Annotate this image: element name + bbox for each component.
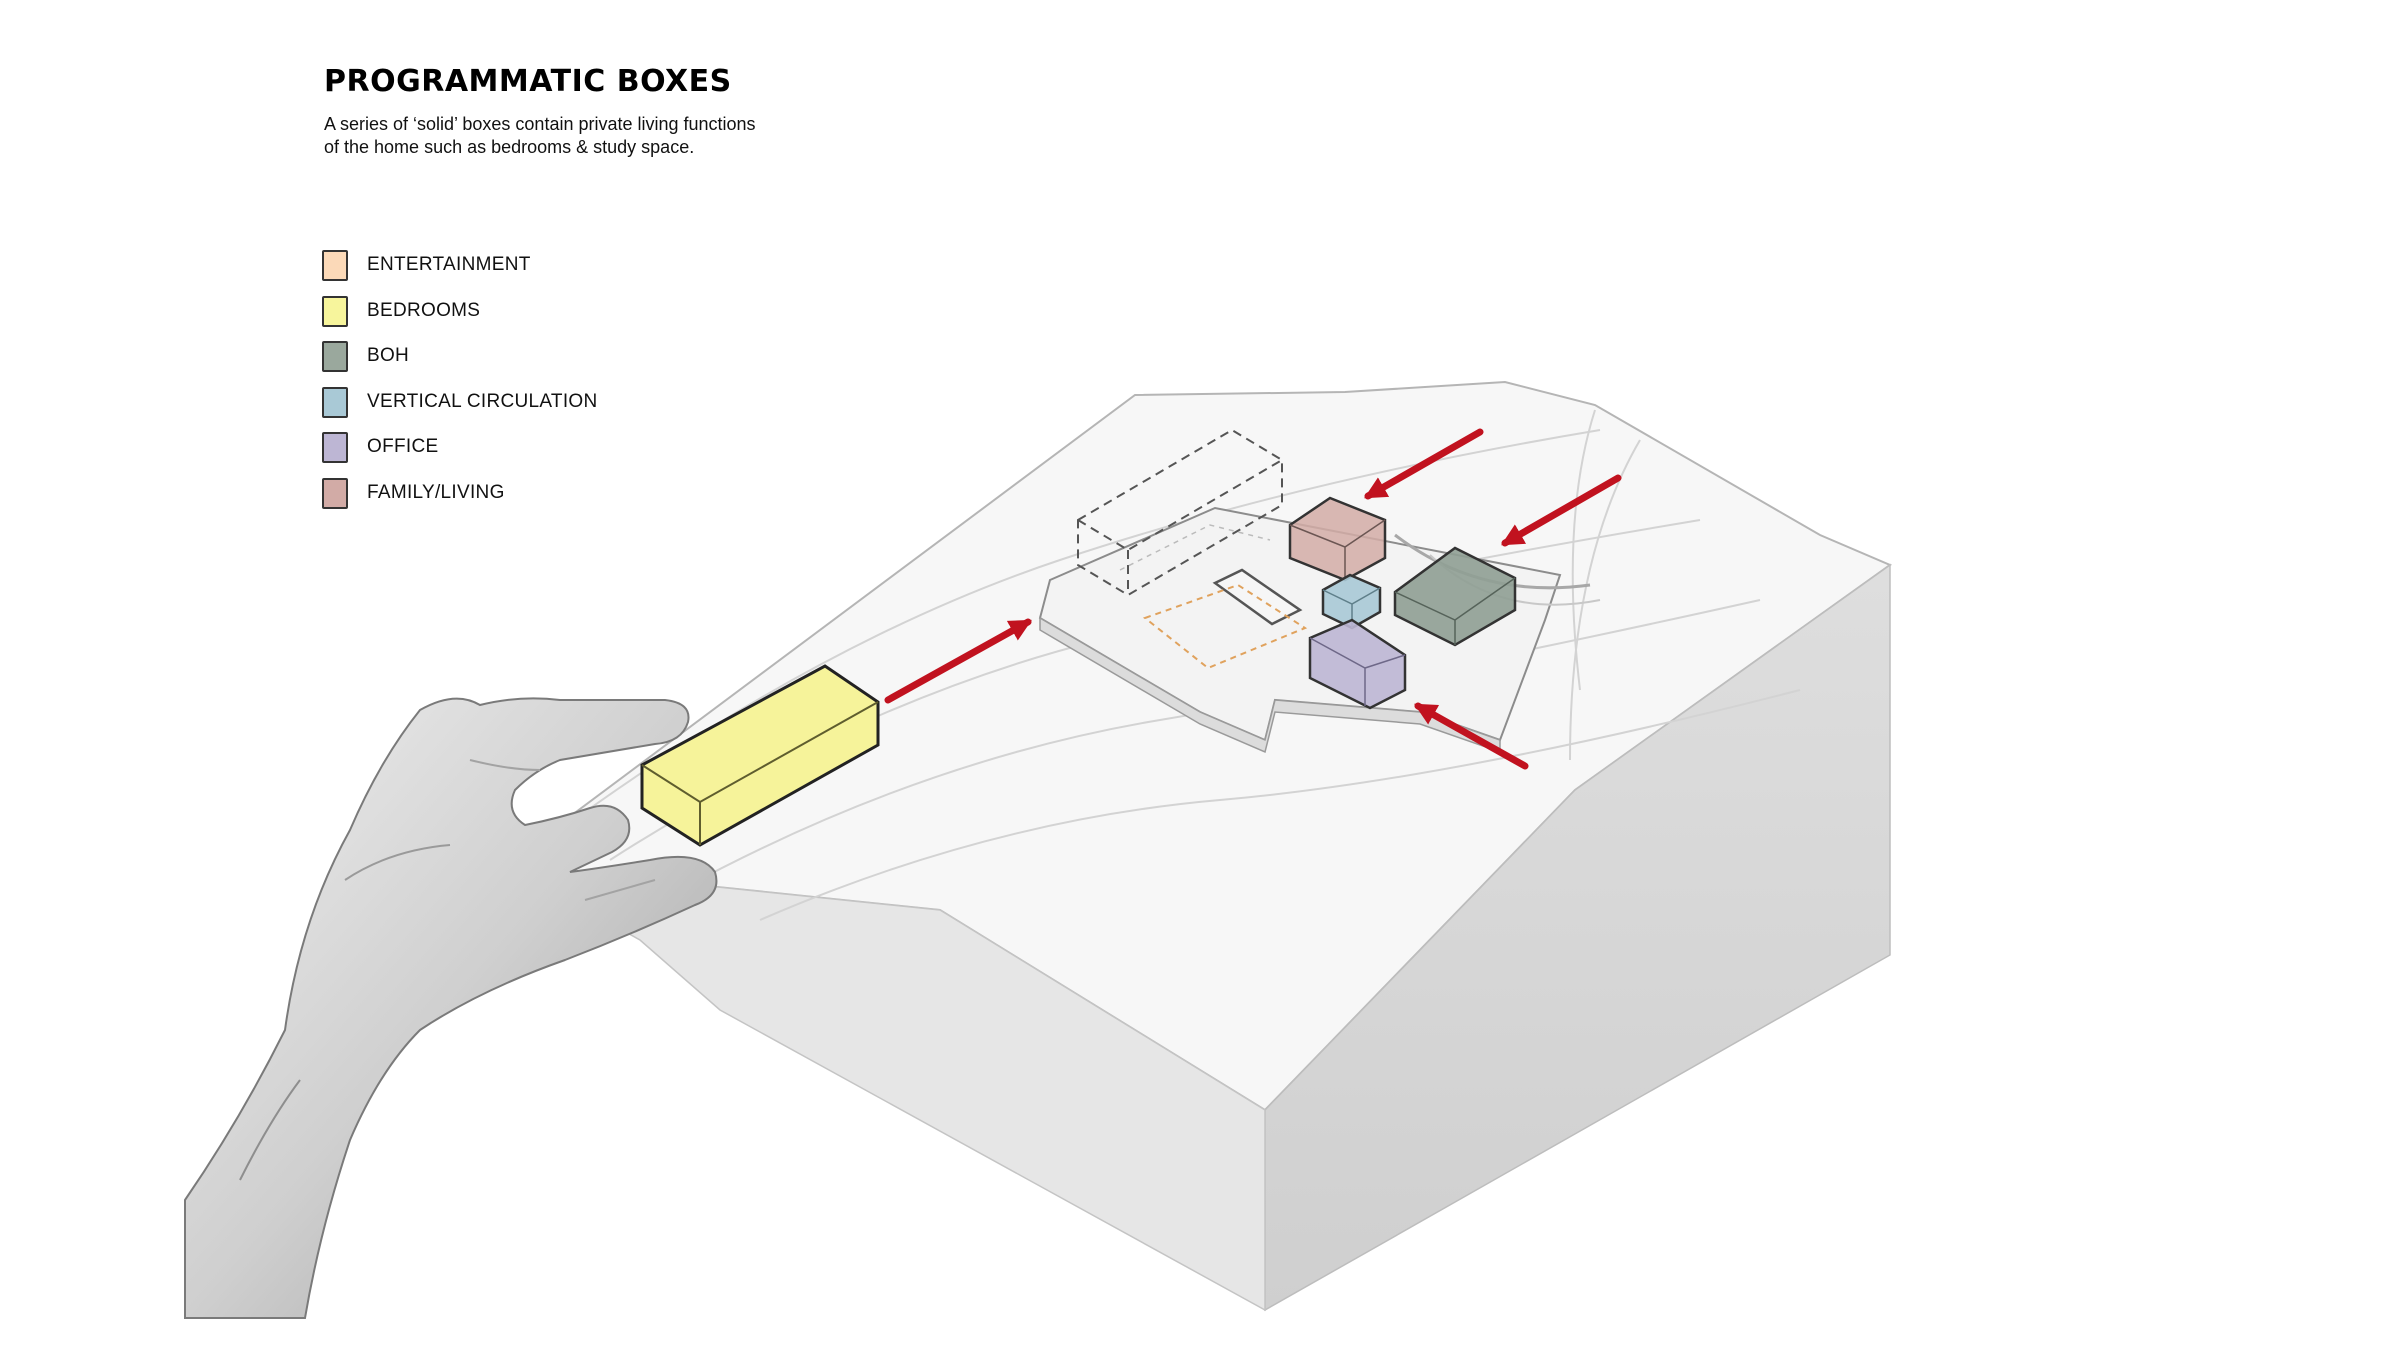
legend-label: FAMILY/LIVING [367,481,505,503]
legend-swatch-family-living [322,477,348,509]
legend-label: BEDROOMS [367,299,481,321]
legend-label: OFFICE [367,436,439,457]
legend-label: BOH [367,345,410,366]
arrow-to-office [1414,702,1529,770]
arrow-to-family-living [1364,428,1484,500]
hand-illustration [184,697,718,1319]
legend-swatch-entertainment [322,250,348,281]
office-box [1308,618,1407,710]
terrain-model [502,380,1893,1312]
family-living-box [1288,496,1387,582]
bedroom-box [640,664,880,847]
legend-label: VERTICAL CIRCULATION [367,390,598,412]
legend-swatch-vertical-circulation [322,386,348,418]
legend-swatch-office [322,432,348,463]
description-text: A series of ‘solid’ boxes contain privat… [324,114,756,157]
boh-box [1393,546,1517,647]
legend-swatch-boh [322,341,348,372]
legend-swatch-bedrooms [322,295,348,327]
legend-label: ENTERTAINMENT [367,254,531,275]
red-arrows [884,428,1622,770]
arrow-to-boh [1501,474,1622,547]
page-title: PROGRAMMATIC BOXES [324,64,732,99]
arrow-to-site [884,618,1032,704]
